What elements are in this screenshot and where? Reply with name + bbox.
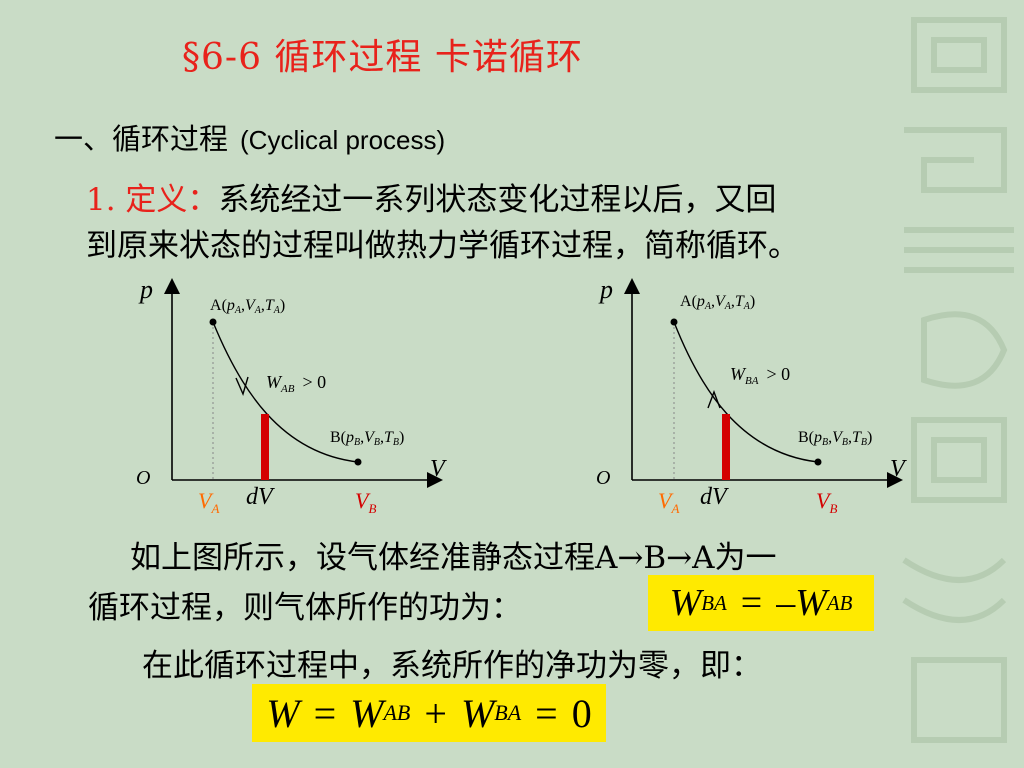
definition-line-1: 1. 定义：系统经过一系列状态变化过程以后，又回 bbox=[86, 174, 776, 219]
section-heading-en: (Cyclical process) bbox=[240, 125, 446, 155]
point-a-label: A(pA,VA,TA) bbox=[680, 293, 755, 312]
eq1-rhs: –W bbox=[776, 582, 827, 624]
eq1-lhs: W bbox=[669, 582, 702, 624]
va-label: VA bbox=[658, 488, 679, 516]
va-label: VA bbox=[198, 488, 219, 516]
dv-label: dV bbox=[246, 484, 275, 510]
definition-label: 1. 定义： bbox=[86, 182, 219, 218]
y-axis-label: p bbox=[598, 275, 613, 304]
slide-title: §6-6 循环过程 卡诺循环 bbox=[182, 37, 583, 78]
vb-label: VB bbox=[816, 488, 837, 516]
work-label: WBA> 0 bbox=[730, 364, 790, 387]
direction-arrow-up bbox=[707, 390, 721, 409]
eq2-t1-sub: AB bbox=[383, 700, 411, 725]
section-heading: 一、循环过程 (Cyclical process) bbox=[54, 116, 445, 158]
dv-label: dV bbox=[700, 484, 729, 510]
definition-line-2: 到原来状态的过程叫做热力学循环过程，简称循环。 bbox=[86, 228, 799, 264]
eq2-zero: 0 bbox=[571, 690, 592, 736]
point-a-dot bbox=[670, 318, 678, 326]
eq2-eq: = bbox=[313, 690, 337, 736]
paragraph-1-line-1: 如上图所示，设气体经准静态过程A→B→A为一 bbox=[130, 540, 777, 576]
x-axis-label: V bbox=[430, 456, 447, 482]
eq2-t2-sub: BA bbox=[494, 700, 522, 725]
point-b-label: B(pB,VB,TB) bbox=[798, 429, 872, 448]
direction-arrow-down bbox=[235, 376, 249, 397]
decorative-pattern bbox=[902, 17, 1014, 743]
origin-label: O bbox=[136, 467, 150, 489]
eq1-op: = bbox=[740, 582, 763, 624]
pv-diagram-left: p V O A(pA,VA,TA) B(pB,VB,TB) WAB> 0 VA … bbox=[136, 275, 447, 516]
x-axis-label: V bbox=[890, 456, 907, 482]
definition-text-1: 系统经过一系列状态变化过程以后，又回 bbox=[218, 182, 777, 218]
eq1-rhs-sub: AB bbox=[826, 590, 853, 615]
process-curve bbox=[212, 321, 359, 463]
eq2-eq-2: = bbox=[535, 690, 558, 736]
section-heading-cn: 一、循环过程 bbox=[54, 122, 229, 156]
eq2-plus: + bbox=[424, 690, 447, 736]
dv-bar bbox=[261, 414, 269, 480]
paragraph-2: 在此循环过程中，系统所作的净功为零，即： bbox=[142, 648, 762, 684]
dv-bar bbox=[722, 414, 730, 480]
origin-label: O bbox=[596, 467, 610, 489]
eq2-t1: W bbox=[350, 690, 384, 736]
point-a-label: A(pA,VA,TA) bbox=[210, 297, 285, 316]
point-b-label: B(pB,VB,TB) bbox=[330, 429, 404, 448]
process-curve bbox=[673, 321, 819, 463]
work-label: WAB> 0 bbox=[266, 372, 326, 395]
pv-diagram-right: p V O A(pA,VA,TA) B(pB,VB,TB) WBA> 0 VA … bbox=[596, 275, 907, 516]
point-b-dot bbox=[814, 458, 822, 466]
point-b-dot bbox=[354, 458, 362, 466]
eq1-lhs-sub: BA bbox=[701, 590, 727, 615]
eq2-t2: W bbox=[460, 690, 495, 736]
point-a-dot bbox=[209, 318, 217, 326]
eq2-w: W bbox=[266, 690, 300, 736]
paragraph-1-line-2: 循环过程，则气体所作的功为： bbox=[88, 590, 522, 626]
vb-label: VB bbox=[355, 488, 376, 516]
y-axis-label: p bbox=[138, 275, 153, 304]
